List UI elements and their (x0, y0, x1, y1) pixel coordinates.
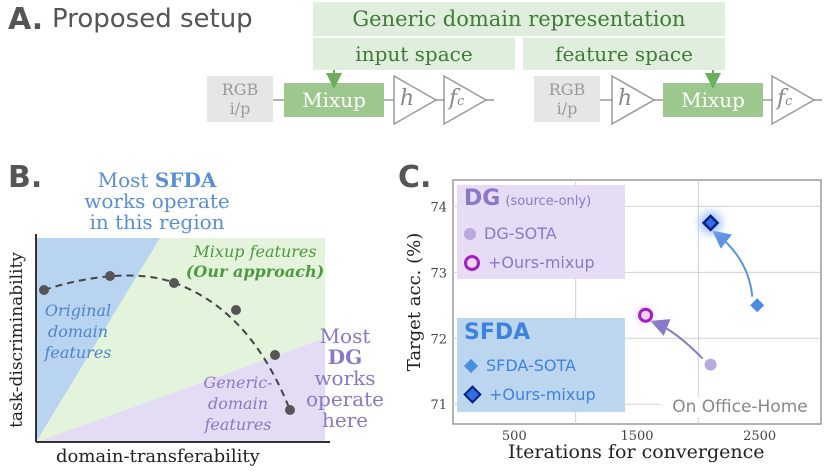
ringed-circle-icon (464, 254, 480, 271)
sfda-sota-label: SFDA-SOTA (486, 356, 576, 375)
sfda-ours-label: +Ours-mixup (489, 385, 596, 404)
dg-ours-point (638, 307, 654, 323)
h-label-1: h (400, 86, 415, 111)
tick-labels: 71 72 73 74 500 1500 2500 (430, 200, 776, 444)
dg-region-label: Most DG works operate here (300, 326, 390, 431)
x-tick-label: 500 (502, 429, 527, 444)
diamond-icon (463, 358, 479, 373)
improvement-arrows (650, 230, 754, 360)
sfda-sota-legend: SFDA-SOTA (463, 356, 576, 375)
ip-label: i/p (229, 99, 251, 118)
x-tick-label: 1500 (620, 429, 653, 444)
y-tick-label: 72 (430, 332, 447, 347)
sfda-bold-text: SFDA (154, 168, 217, 192)
panel-c-ylabel: Target acc. (%) (404, 233, 425, 372)
c-subscript: c (457, 94, 465, 109)
original-line-3: features (44, 343, 112, 362)
fc-block-2 (771, 74, 816, 126)
y-tick-label: 73 (430, 266, 447, 281)
dg-line-1: Most (319, 324, 371, 348)
sfda-most-text: Most (97, 168, 155, 192)
pipeline-connectors (273, 70, 822, 126)
curve-point (270, 350, 280, 360)
y-tick-label: 74 (430, 200, 447, 215)
dg-legend-box (457, 185, 625, 279)
curve-point (231, 305, 241, 315)
rgb-label: RGB (221, 80, 259, 99)
sfda-ours-point (701, 214, 720, 232)
panel-c-letter: C. (398, 160, 432, 195)
panel-b-letter: B. (8, 160, 43, 195)
h-block-2 (611, 74, 656, 126)
panel-b-diagram: task-discriminability (7, 234, 330, 443)
dg-sota-legend: DG-SOTA (464, 224, 557, 243)
sfda-region-label: Most SFDA works operate in this region (62, 170, 252, 233)
generic-line-1: Generic- (203, 373, 273, 392)
dataset-footer: On Office-Home (660, 397, 820, 417)
f-text: f (777, 86, 786, 111)
dg-line-2: DG (327, 345, 363, 369)
dg-ours-label: +Ours-mixup (488, 253, 595, 272)
h-block-1 (393, 74, 438, 126)
dg-line-3: works (314, 366, 376, 390)
sfda-ours-legend: +Ours-mixup (463, 385, 596, 404)
mixup-region (36, 238, 325, 442)
generic-line-2: domain (207, 394, 268, 413)
sfda-region (36, 238, 160, 442)
dg-line-5: here (321, 408, 369, 432)
circle-icon (464, 227, 476, 240)
y-tick-label: 71 (430, 398, 447, 413)
c-subscript: c (785, 94, 793, 109)
panel-c-xlabel: Iterations for convergence (508, 441, 765, 463)
mixup-features-line-2: (Our approach) (185, 262, 325, 281)
sfda-line-2: works operate (84, 189, 230, 213)
original-line-1: Original (44, 301, 112, 320)
dg-line-4: operate (305, 387, 385, 411)
curve-point (105, 271, 115, 281)
fc-block-1 (443, 74, 488, 126)
mixup-features-line-1: Mixup features (193, 242, 317, 261)
sfda-line-3: in this region (89, 210, 225, 234)
h-label-2: h (618, 86, 633, 111)
dg-legend-title: DG (source-only) (464, 186, 591, 211)
sfda-sota-point (750, 298, 765, 313)
panel-b-ylabel: task-discriminability (7, 252, 27, 428)
dg-subtitle: (source-only) (505, 194, 592, 209)
improvement-arrow (650, 319, 704, 360)
panel-b-xlabel: domain-transferability (56, 446, 260, 467)
mixup-box-feature: Mixup (663, 83, 763, 117)
generic-features-label: Generic- domain features (192, 372, 284, 435)
feature-space-box: feature space (523, 38, 725, 70)
original-line-2: domain (47, 322, 108, 341)
rgb-input-box-1: RGB i/p (207, 76, 273, 122)
generic-line-3: features (204, 415, 272, 434)
fc-label-1: fc (449, 86, 464, 111)
mixup-features-label: Mixup features (Our approach) (180, 242, 330, 282)
input-space-box: input space (313, 38, 515, 70)
ip-label: i/p (556, 99, 578, 118)
curve-point (169, 278, 179, 288)
panel-a-title: Proposed setup (52, 4, 253, 34)
dg-sota-point (704, 358, 717, 371)
data-points (636, 210, 765, 371)
fc-label-2: fc (777, 86, 792, 111)
original-features-label: Original domain features (38, 300, 118, 363)
mixup-box-input: Mixup (284, 83, 384, 117)
f-text: f (449, 86, 458, 111)
rgb-label: RGB (548, 80, 586, 99)
dg-title: DG (464, 186, 501, 211)
x-tick-label: 2500 (743, 429, 776, 444)
sfda-legend-box (457, 318, 625, 412)
curve-point (285, 405, 295, 415)
outlined-diamond-icon (463, 385, 482, 404)
panel-a-letter: A. (8, 2, 44, 37)
generic-domain-representation-box: Generic domain representation (313, 2, 725, 36)
sfda-legend-title: SFDA (464, 320, 531, 345)
rgb-input-box-2: RGB i/p (534, 76, 600, 122)
curve-point (39, 285, 49, 295)
dg-sota-label: DG-SOTA (484, 224, 557, 243)
improvement-arrow (712, 230, 754, 297)
dg-ours-legend: +Ours-mixup (464, 253, 595, 272)
